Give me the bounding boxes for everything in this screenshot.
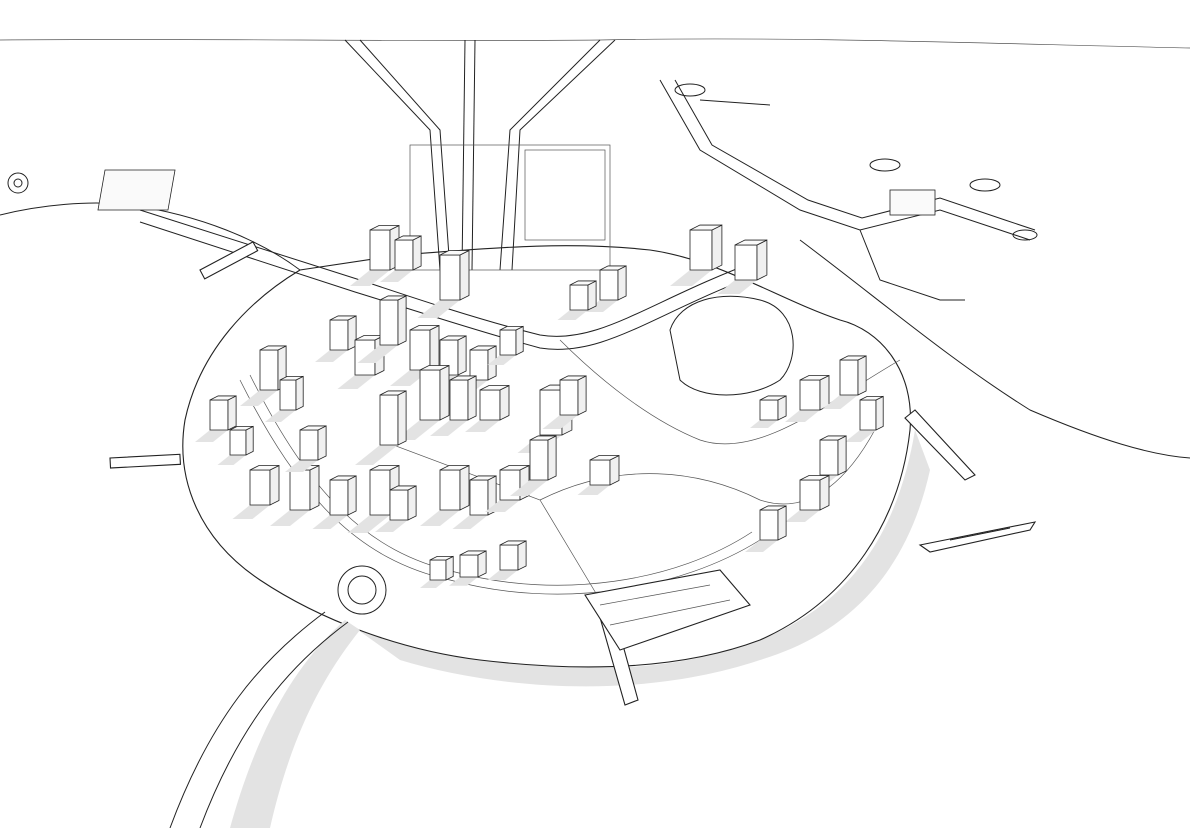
building (449, 550, 487, 586)
building (670, 224, 723, 286)
building (785, 374, 830, 422)
lagoon (669, 295, 794, 396)
building (487, 540, 527, 580)
building (355, 390, 407, 465)
ship (918, 521, 1037, 553)
building (557, 280, 597, 320)
building (750, 395, 787, 428)
building (315, 315, 357, 362)
building (285, 425, 327, 472)
building (240, 345, 287, 406)
main-avenue (139, 209, 766, 350)
building (417, 249, 470, 318)
building (585, 265, 627, 312)
building (380, 235, 422, 282)
building (217, 425, 254, 465)
roundabout (337, 565, 387, 615)
building (375, 485, 417, 532)
building (542, 375, 587, 429)
ferris-wheel (7, 172, 29, 194)
building (487, 325, 524, 365)
building (465, 384, 510, 432)
building (195, 395, 237, 442)
building (265, 375, 304, 422)
stadium (97, 169, 176, 211)
rail-corridor (344, 39, 616, 271)
building (357, 295, 407, 363)
building (312, 475, 357, 529)
harbour-block (584, 569, 751, 651)
building (430, 375, 477, 436)
building (845, 395, 884, 442)
building (822, 355, 867, 409)
right-shoreline (799, 239, 1190, 459)
building (452, 475, 497, 529)
south-bridge (169, 611, 360, 828)
buildings (195, 224, 884, 588)
building (577, 454, 620, 495)
building (232, 464, 280, 519)
piers (109, 241, 976, 706)
building (510, 435, 557, 496)
building (785, 474, 830, 522)
building (745, 505, 787, 552)
northeast-pier (659, 79, 1038, 301)
horizon-line (0, 38, 1190, 49)
building (420, 555, 454, 588)
building (420, 464, 470, 526)
building (717, 239, 768, 294)
